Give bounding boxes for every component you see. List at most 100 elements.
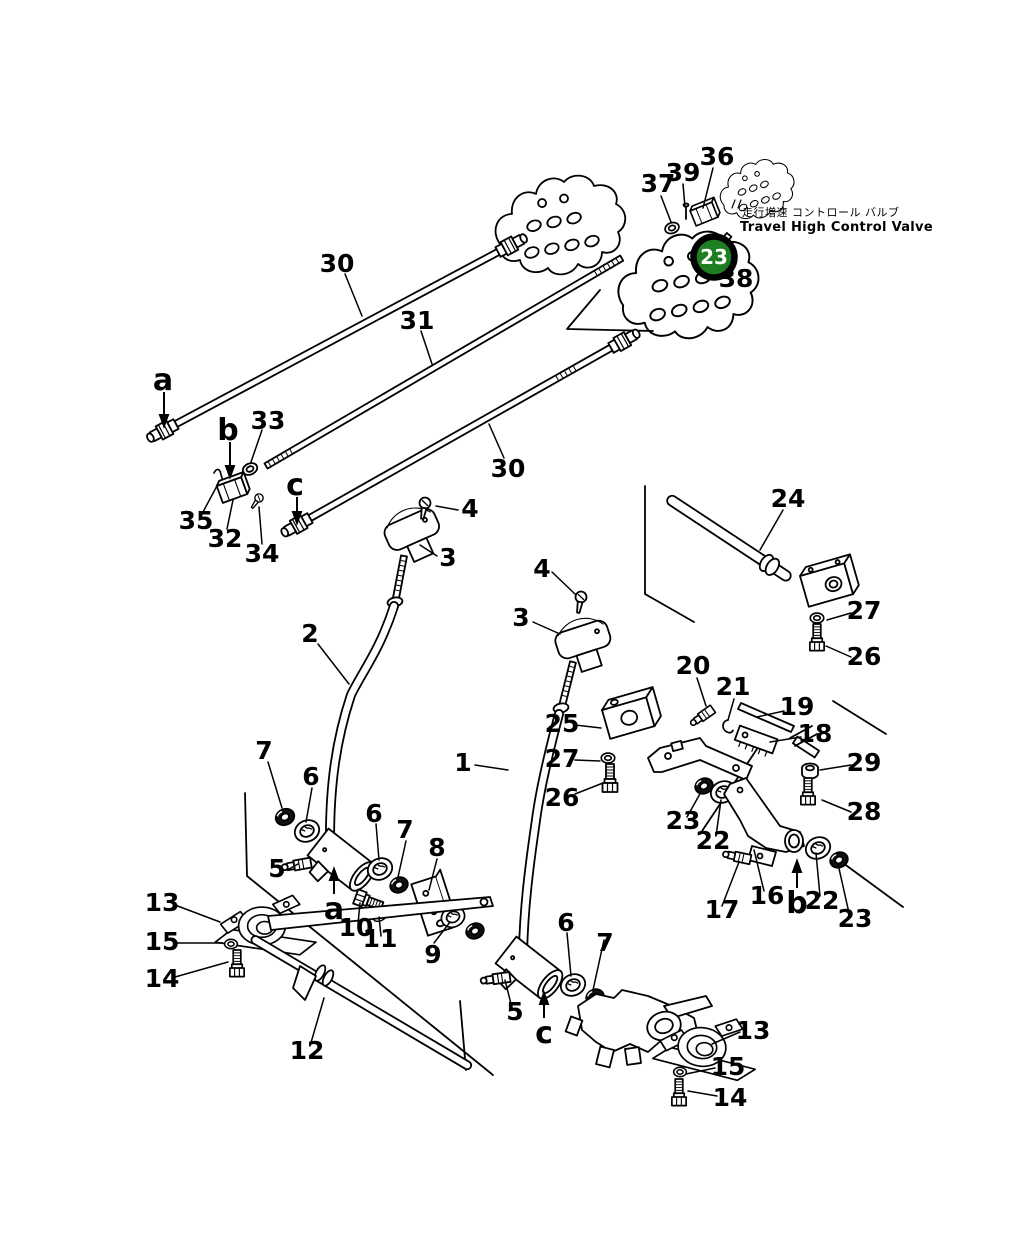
callout-39: 39 <box>666 158 701 187</box>
knob-3-right <box>549 610 619 678</box>
position-arrows <box>158 392 803 1018</box>
bushing-22-right <box>801 832 835 864</box>
washer-7-right-outer <box>462 919 488 943</box>
callout-37: 37 <box>641 169 676 198</box>
callout-6-1: 6 <box>302 762 319 791</box>
bracket-18 <box>733 724 779 757</box>
fitting-20 <box>687 704 717 729</box>
cross-bar <box>267 896 494 931</box>
callout-14-1: 14 <box>145 964 180 993</box>
callout-23-1: 23 <box>666 806 701 835</box>
rod-12 <box>250 935 473 1071</box>
washer-37 <box>662 219 682 237</box>
balloon-circle[interactable] <box>690 233 738 281</box>
ditto-marks <box>731 199 742 209</box>
callout-31: 31 <box>400 306 435 335</box>
bell-crank-16 <box>723 777 805 867</box>
callout-33: 33 <box>251 406 286 435</box>
rod-31-middle <box>263 254 625 470</box>
arrow-a-bottom <box>328 866 340 894</box>
callout-4-1: 4 <box>461 494 478 523</box>
lever-1 <box>518 660 577 957</box>
callout-12: 12 <box>290 1036 325 1065</box>
callout-3-2: 3 <box>512 603 529 632</box>
bolt-28 <box>800 777 816 806</box>
highlighted-part-balloon-23[interactable]: 23 <box>690 233 738 281</box>
bolt-26-right <box>809 623 825 652</box>
block-32 <box>214 471 252 504</box>
callout-27-1: 27 <box>847 596 882 625</box>
callout-21: 21 <box>716 672 751 701</box>
balloon-label[interactable]: 23 <box>700 245 728 269</box>
callout-35: 35 <box>179 506 214 535</box>
callout-26-1: 26 <box>847 642 882 671</box>
pin-35 <box>213 468 225 486</box>
screw-34 <box>248 491 266 511</box>
rod-30-lower <box>277 324 644 542</box>
callout-8: 8 <box>428 833 445 862</box>
callout-7-2: 7 <box>396 815 413 844</box>
callout-16: 16 <box>750 881 785 910</box>
callout-15-2: 15 <box>711 1052 746 1081</box>
bolt-26-left <box>601 763 619 793</box>
washer-27-left <box>600 752 616 764</box>
callout-b-2: b <box>786 886 807 921</box>
callout-13-1: 13 <box>145 888 180 917</box>
callout-19: 19 <box>780 692 815 721</box>
washer-27-right <box>809 612 825 624</box>
pin-39 <box>682 202 690 220</box>
control-valve-cluster-upper-left <box>494 174 627 276</box>
washer-7-left-inner <box>386 873 412 897</box>
arrow-a-top <box>158 392 170 429</box>
callout-5-1: 5 <box>268 854 285 883</box>
callout-25: 25 <box>545 709 580 738</box>
washer-15-left <box>223 938 239 950</box>
callout-32: 32 <box>208 524 243 553</box>
callout-23-2: 23 <box>838 904 873 933</box>
callout-28: 28 <box>847 797 882 826</box>
arrow-c-bottom <box>538 990 550 1018</box>
rod-24 <box>666 494 860 608</box>
callout-7-3: 7 <box>596 928 613 957</box>
bolt-14-left <box>229 949 245 978</box>
callout-13-2: 13 <box>736 1016 771 1045</box>
clip-21 <box>722 719 734 734</box>
callout-9: 9 <box>424 940 441 969</box>
callout-14-2: 14 <box>713 1083 748 1112</box>
callout-c-1: c <box>286 468 304 503</box>
annotation-japanese: 走行増速 コントロール バルブ <box>742 205 900 219</box>
pin-above-29 <box>789 725 820 759</box>
callout-4-2: 4 <box>533 554 550 583</box>
callout-c-2: c <box>535 1016 553 1051</box>
callout-24: 24 <box>771 484 806 513</box>
callout-5-2: 5 <box>506 997 523 1026</box>
callout-a-2: a <box>324 892 344 927</box>
callout-36: 36 <box>700 142 735 171</box>
callout-2: 2 <box>301 619 318 648</box>
callout-22-1: 22 <box>696 826 731 855</box>
bolt-14-right <box>671 1078 687 1107</box>
mounting-plate <box>647 737 753 781</box>
callout-17: 17 <box>705 895 740 924</box>
callout-6-2: 6 <box>365 799 382 828</box>
callout-34: 34 <box>245 539 280 568</box>
callout-7-1: 7 <box>255 736 272 765</box>
callout-6-3: 6 <box>557 908 574 937</box>
callout-10: 10 <box>339 913 374 942</box>
link-19 <box>737 702 795 733</box>
callout-20: 20 <box>676 651 711 680</box>
callout-29: 29 <box>847 748 882 777</box>
lever-2 <box>325 554 408 843</box>
callout-b-1: b <box>217 413 238 448</box>
callout-3-1: 3 <box>439 543 456 572</box>
nut-29 <box>801 762 819 780</box>
arrow-b-bottom <box>791 858 803 888</box>
callout-27-2: 27 <box>545 744 580 773</box>
callout-26-2: 26 <box>545 783 580 812</box>
arrow-b-top <box>224 442 236 480</box>
rod-30-upper <box>143 229 531 447</box>
block-25 <box>601 686 662 740</box>
leader-lines <box>174 167 852 1097</box>
